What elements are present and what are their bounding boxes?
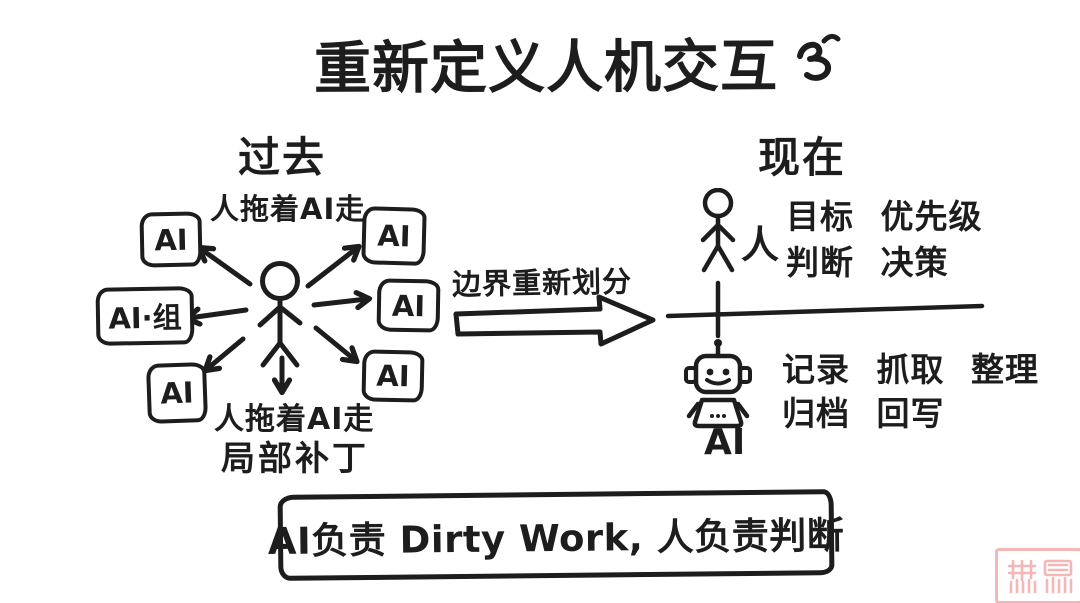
page-title: 重新定义人机交互	[313, 33, 779, 103]
squiggle-doodle-icon	[797, 33, 841, 81]
ai-box: AI	[376, 278, 441, 333]
past-caption-patch: 局部补丁	[221, 439, 369, 479]
seal-watermark-stamp	[995, 548, 1080, 603]
human-label: 人	[741, 223, 780, 267]
ai-box-label: AI	[376, 218, 412, 254]
ai-box-label: AI	[159, 375, 195, 411]
past-hub-graphic	[95, 195, 445, 495]
human-duties-line2: 判断 决策	[786, 243, 949, 282]
ai-box: AI	[361, 206, 427, 266]
past-caption-bottom: 人拖着AI走	[214, 402, 375, 437]
ai-box-label: AI·组	[108, 300, 182, 336]
stick-person-icon	[700, 188, 736, 273]
ai-group-box: AI·组	[95, 286, 195, 346]
footer-text: AI负责 Dirty Work, 人负责判断	[267, 513, 845, 564]
radiating-arrows	[189, 248, 367, 390]
ai-box-label: AI	[376, 358, 410, 394]
right-arrow-icon	[453, 294, 656, 347]
stick-person-icon	[257, 261, 303, 368]
past-heading: 过去	[238, 133, 327, 182]
footer-banner: AI负责 Dirty Work, 人负责判断	[268, 489, 844, 581]
ai-box: AI	[145, 361, 209, 425]
past-caption-top: 人拖着AI走	[210, 192, 366, 226]
ai-duties-line2: 归档 回写	[782, 394, 945, 433]
ai-box-label: AI	[154, 222, 188, 257]
ai-box-label: AI	[391, 288, 426, 323]
robot-icon	[684, 339, 752, 429]
seal-glyphs	[1007, 559, 1073, 594]
ai-box: AI	[139, 211, 203, 268]
ai-duties-line1: 记录 抓取 整理	[782, 350, 1039, 389]
human-duties-line1: 目标 优先级	[786, 197, 983, 236]
ai-label: AI	[704, 422, 746, 463]
present-heading: 现在	[758, 133, 847, 182]
boundary-divider	[665, 280, 985, 339]
